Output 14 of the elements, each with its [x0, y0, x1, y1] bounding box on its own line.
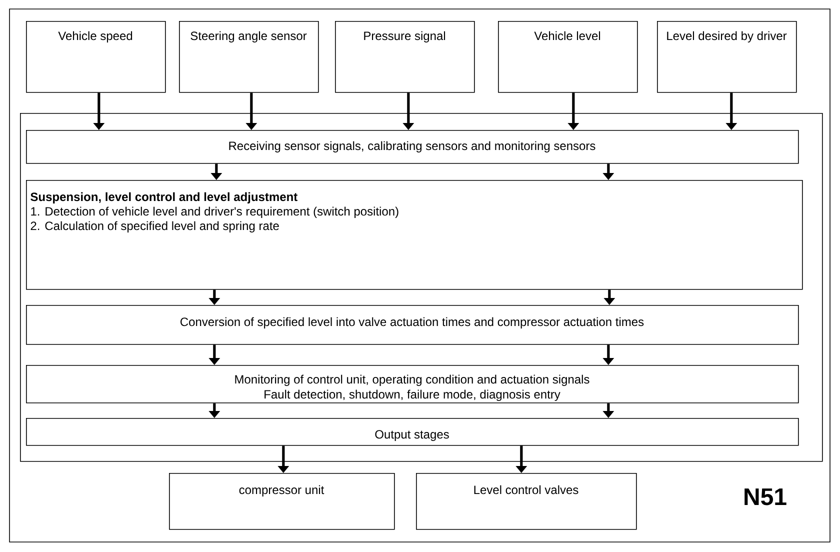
- process-box: Monitoring of control unit, operating condition and actuation signals Fault detection, shutdown, failure mode, diagnosis entry: [26, 365, 799, 404]
- control-unit-frame: [20, 113, 823, 462]
- signal-box: Steering angle sensor: [179, 21, 319, 93]
- process-box: Output stages: [26, 418, 799, 446]
- signal-box: Vehicle level: [498, 21, 638, 93]
- signal-box: Vehicle speed: [26, 21, 166, 93]
- actuator-box: compressor unit: [169, 473, 395, 530]
- actuator-box: Level control valves: [416, 473, 637, 530]
- signal-box: Level desired by driver: [657, 21, 797, 93]
- signal-box: Pressure signal: [335, 21, 475, 93]
- process-box: Conversion of specified level into valve actuation times and compressor actuation times: [26, 305, 799, 345]
- unit-label: N51: [744, 488, 786, 506]
- process-box: Suspension, level control and level adjustment 1. Detection of vehicle level and driver's requirement (switch position) 2. Calculation of specified level and spring rate: [26, 180, 803, 290]
- process-box: Receiving sensor signals, calibrating sensors and monitoring sensors: [26, 130, 799, 164]
